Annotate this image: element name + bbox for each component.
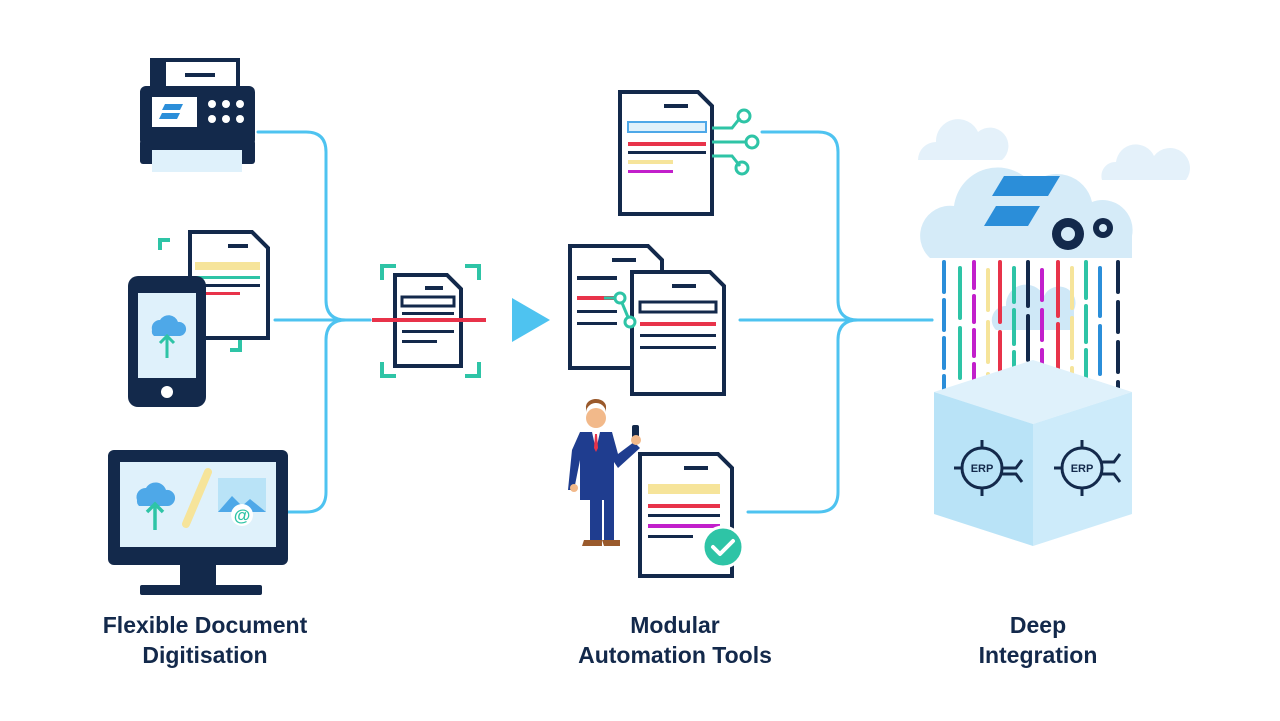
label-left-line2: Digitisation — [142, 642, 268, 668]
label-left-line1: Flexible Document — [102, 612, 308, 638]
label-mid-line2: Automation Tools — [578, 642, 772, 668]
svg-text:@: @ — [234, 506, 251, 525]
document-scan-icon — [372, 264, 486, 378]
businessman-icon — [568, 398, 641, 546]
label-modular-automation-tools: Modular Automation Tools — [540, 610, 810, 670]
connector-lines — [256, 130, 934, 514]
brand-logo-icon — [984, 176, 1060, 226]
label-right-line2: Integration — [978, 642, 1098, 668]
label-deep-integration: Deep Integration — [900, 610, 1176, 670]
flow-arrow-icon — [512, 298, 550, 342]
gears-icon — [1052, 218, 1113, 250]
erp-label-right: ERP — [1071, 463, 1094, 475]
printer-scanner-icon — [140, 58, 255, 172]
erp-label-left: ERP — [971, 463, 994, 475]
documents-link-icon — [568, 244, 726, 396]
document-approved-icon — [638, 452, 745, 578]
label-flexible-document-digitisation: Flexible Document Digitisation — [70, 610, 340, 670]
label-right-line1: Deep — [1009, 612, 1067, 638]
mobile-upload-icon — [128, 230, 270, 407]
erp-cube-icon: ERP ERP — [934, 360, 1132, 546]
document-network-icon — [618, 90, 760, 216]
label-mid-line1: Modular — [630, 612, 720, 638]
desktop-upload-icon: @ — [108, 450, 288, 595]
data-streams — [942, 260, 1120, 394]
